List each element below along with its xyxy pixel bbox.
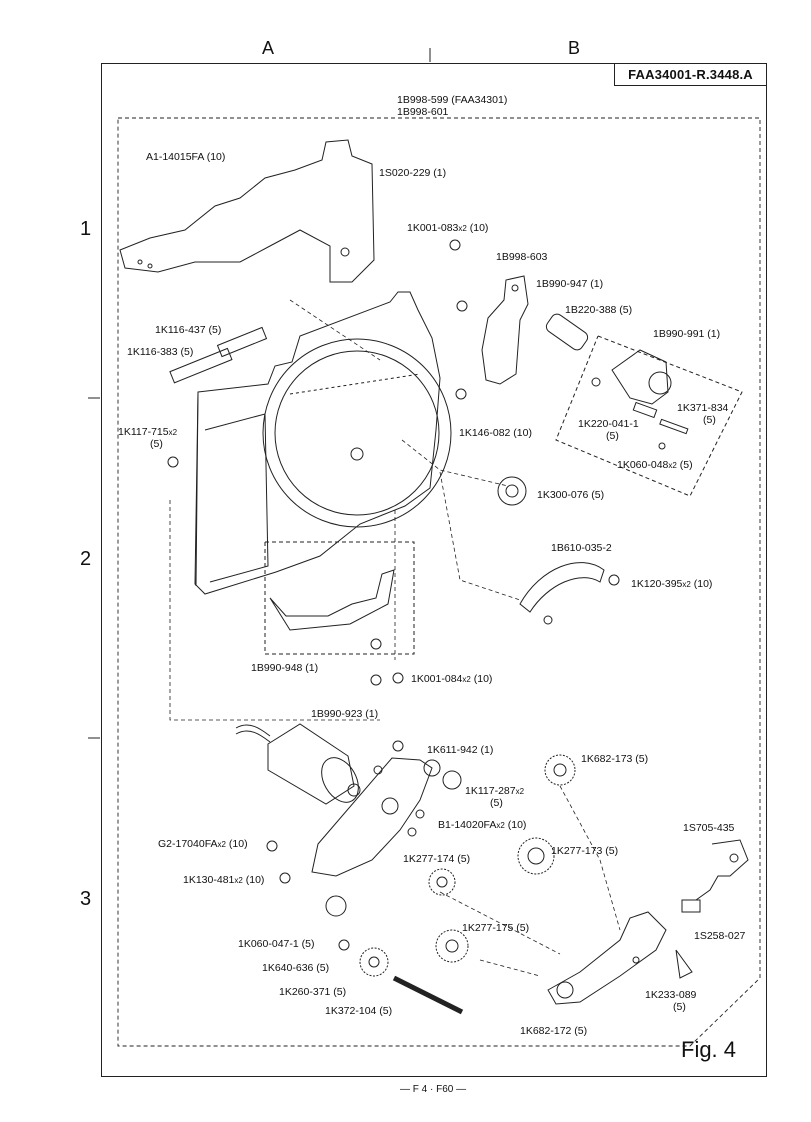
part-label-1k001-084: 1K001-084x2 (10) — [411, 673, 493, 685]
part-label-1k060-047-1: 1K060-047-1 (5) — [238, 938, 315, 950]
part-label-1k300-076: 1K300-076 (5) — [537, 489, 605, 501]
part-label-1k277-174: 1K277-174 (5) — [403, 853, 471, 865]
part-label-1k640-636: 1K640-636 (5) — [262, 962, 330, 974]
part-label-b1-14020fa: B1-14020FAx2 (10) — [438, 819, 527, 831]
part-label-g2-17040fa: G2-17040FAx2 (10) — [158, 838, 248, 850]
part-label-1k371-834-qty: (5) — [703, 414, 716, 426]
part-label-1k682-173: 1K682-173 (5) — [581, 753, 649, 765]
sheet-frame — [101, 63, 767, 1077]
part-label-1s705-435: 1S705-435 — [683, 822, 735, 834]
part-label-1k260-371: 1K260-371 (5) — [279, 986, 347, 998]
part-label-1k146-082: 1K146-082 (10) — [459, 427, 532, 439]
part-label-1b610-035-2: 1B610-035-2 — [551, 542, 612, 554]
part-label-1s258-027: 1S258-027 — [694, 930, 746, 942]
page-number: F 4 · F60 — [412, 1084, 454, 1095]
page-footer: — F 4 · F60 — — [400, 1084, 467, 1095]
assembly-header-line-2: 1B998-601 — [397, 106, 449, 118]
part-label-1k116-383: 1K116-383 (5) — [127, 346, 194, 358]
row-label-3: 3 — [80, 888, 92, 910]
part-label-1k117-287-qty: (5) — [490, 797, 503, 809]
part-label-1k611-942: 1K611-942 (1) — [427, 744, 494, 756]
part-label-1b998-603: 1B998-603 — [496, 251, 548, 263]
part-label-a1-14015fa: A1-14015FA (10) — [146, 151, 226, 163]
column-label-a: A — [262, 38, 275, 58]
part-label-1k277-175: 1K277-175 (5) — [462, 922, 530, 934]
part-label-1k372-104: 1K372-104 (5) — [325, 1005, 393, 1017]
part-label-1k233-089: 1K233-089 — [645, 989, 697, 1001]
part-label-1k371-834: 1K371-834 — [677, 402, 729, 414]
part-label-1b990-948: 1B990-948 (1) — [251, 662, 319, 674]
part-label-1k060-048: 1K060-048x2 (5) — [617, 459, 693, 471]
part-label-1k117-287: 1K117-287x2 — [465, 785, 525, 797]
part-label-1s020-229: 1S020-229 (1) — [379, 167, 447, 179]
part-label-1k117-715: 1K117-715x2 — [118, 426, 178, 438]
part-label-1b220-388: 1B220-388 (5) — [565, 304, 633, 316]
part-label-1b990-991: 1B990-991 (1) — [653, 328, 721, 340]
part-label-1k116-437: 1K116-437 (5) — [155, 324, 222, 336]
figure-label: Fig. 4 — [681, 1037, 737, 1062]
part-label-1k001-083: 1K001-083x2 (10) — [407, 222, 489, 234]
part-label-1k233-089-qty: (5) — [673, 1001, 686, 1013]
part-label-1k682-172: 1K682-172 (5) — [520, 1025, 588, 1037]
row-label-2: 2 — [80, 548, 92, 570]
part-label-1k120-395: 1K120-395x2 (10) — [631, 578, 713, 590]
assembly-header-line-1: 1B998-599 (FAA34301) — [397, 94, 508, 106]
part-label-1k277-173: 1K277-173 (5) — [551, 845, 619, 857]
part-label-1k220-041-1: 1K220-041-1 — [578, 418, 639, 430]
part-label-1b990-947: 1B990-947 (1) — [536, 278, 604, 290]
part-label-1k117-715-qty: (5) — [150, 438, 163, 450]
part-label-1k220-041-1-qty: (5) — [606, 430, 619, 442]
document-code: FAA34001-R.3448.A — [614, 63, 767, 86]
row-label-1: 1 — [80, 218, 92, 240]
column-label-b: B — [568, 38, 581, 58]
part-label-1k130-481: 1K130-481x2 (10) — [183, 874, 265, 886]
part-label-1b990-923: 1B990-923 (1) — [311, 708, 379, 720]
